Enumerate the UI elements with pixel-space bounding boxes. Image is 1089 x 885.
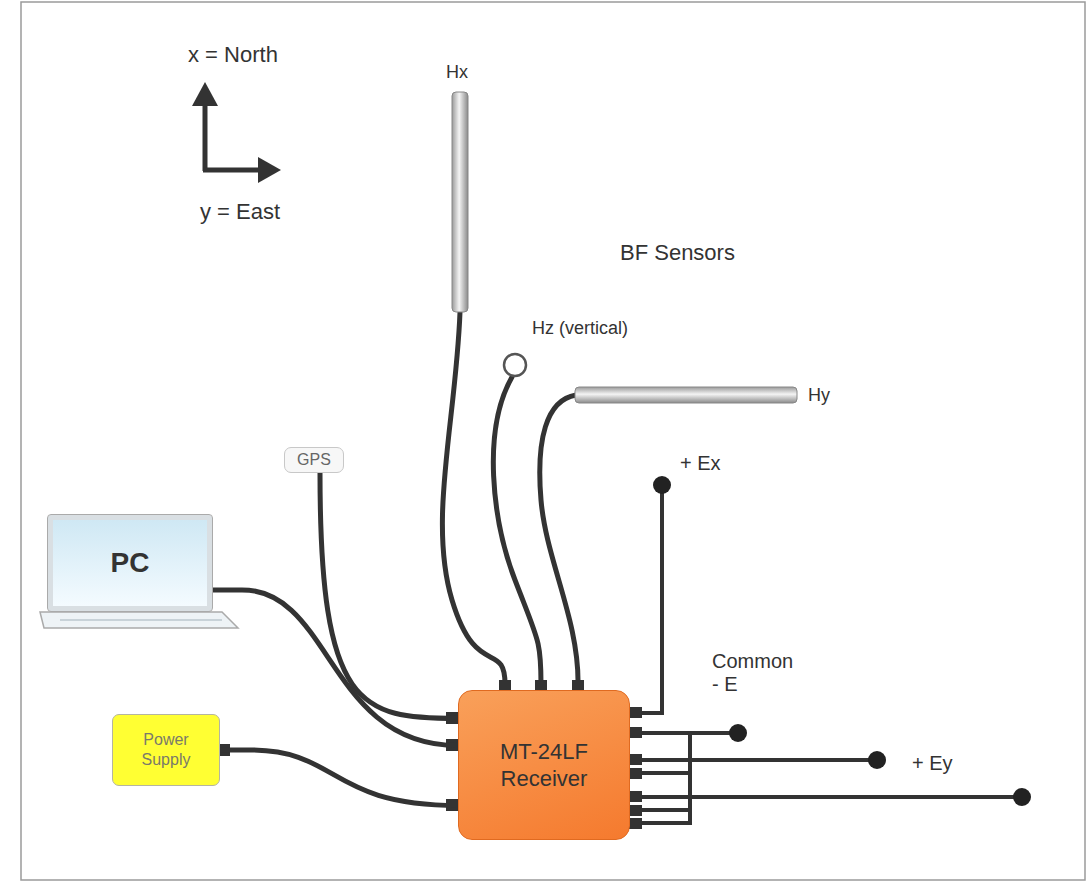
connector-plugs [629, 727, 642, 738]
electrodes [729, 724, 747, 742]
electrode-label: + Ey [912, 752, 953, 775]
laptop-base [40, 612, 238, 628]
electrode-wires [642, 486, 1022, 823]
magnetic-sensors [575, 387, 797, 403]
connector-plugs [629, 818, 642, 829]
cable [212, 590, 458, 746]
sensor-cables [442, 312, 578, 684]
power-supply-box: Power Supply [112, 714, 220, 786]
magnetic-sensors [452, 92, 468, 312]
connector-plugs [629, 791, 642, 802]
node-label: GPS [297, 451, 331, 469]
laptop-base [60, 619, 222, 621]
connector-plugs [629, 768, 642, 779]
node-label: Power Supply [124, 730, 208, 770]
receiver-box: MT-24LF Receiver [458, 690, 630, 840]
pc-screen: PC [48, 515, 212, 611]
group-label: BF Sensors [620, 240, 735, 265]
axis-label: y = East [200, 199, 280, 224]
cable [320, 473, 458, 719]
connector-plugs [629, 707, 642, 718]
sensor-cables [493, 377, 541, 684]
electrodes [653, 476, 671, 494]
connector-plugs [629, 754, 642, 765]
axis-arrows [258, 157, 281, 183]
sensor-label: Hy [808, 385, 830, 406]
connector-plugs [629, 805, 642, 816]
node-label: MT-24LF Receiver [474, 738, 614, 793]
electrode-label: + Ex [680, 452, 721, 475]
electrodes [653, 476, 1031, 806]
magnetic-sensors [452, 92, 797, 403]
electrode-wires [642, 808, 690, 812]
electrode-wires [642, 795, 1022, 799]
electrode-wires [642, 758, 877, 762]
electrode-label: Common - E [712, 650, 794, 696]
axis-arrows [192, 82, 218, 106]
axis-arrows [203, 100, 208, 171]
frame [21, 2, 1085, 880]
gps-box: GPS [284, 447, 344, 473]
axis-label: x = North [188, 42, 278, 67]
electrode-wires [642, 771, 690, 775]
electrode-wires [642, 733, 690, 823]
sensor-label: Hz (vertical) [532, 318, 628, 339]
node-label: PC [111, 547, 150, 579]
axis-arrows [192, 82, 281, 183]
sensor-cables [540, 395, 578, 684]
electrodes [868, 751, 886, 769]
electrodes [1013, 788, 1031, 806]
magnetic-sensors [504, 354, 526, 376]
cable [220, 750, 458, 806]
electrode-wires [642, 486, 662, 713]
axis-arrows [203, 168, 262, 173]
sensor-label: Hx [446, 62, 468, 83]
laptop-base [40, 612, 238, 628]
